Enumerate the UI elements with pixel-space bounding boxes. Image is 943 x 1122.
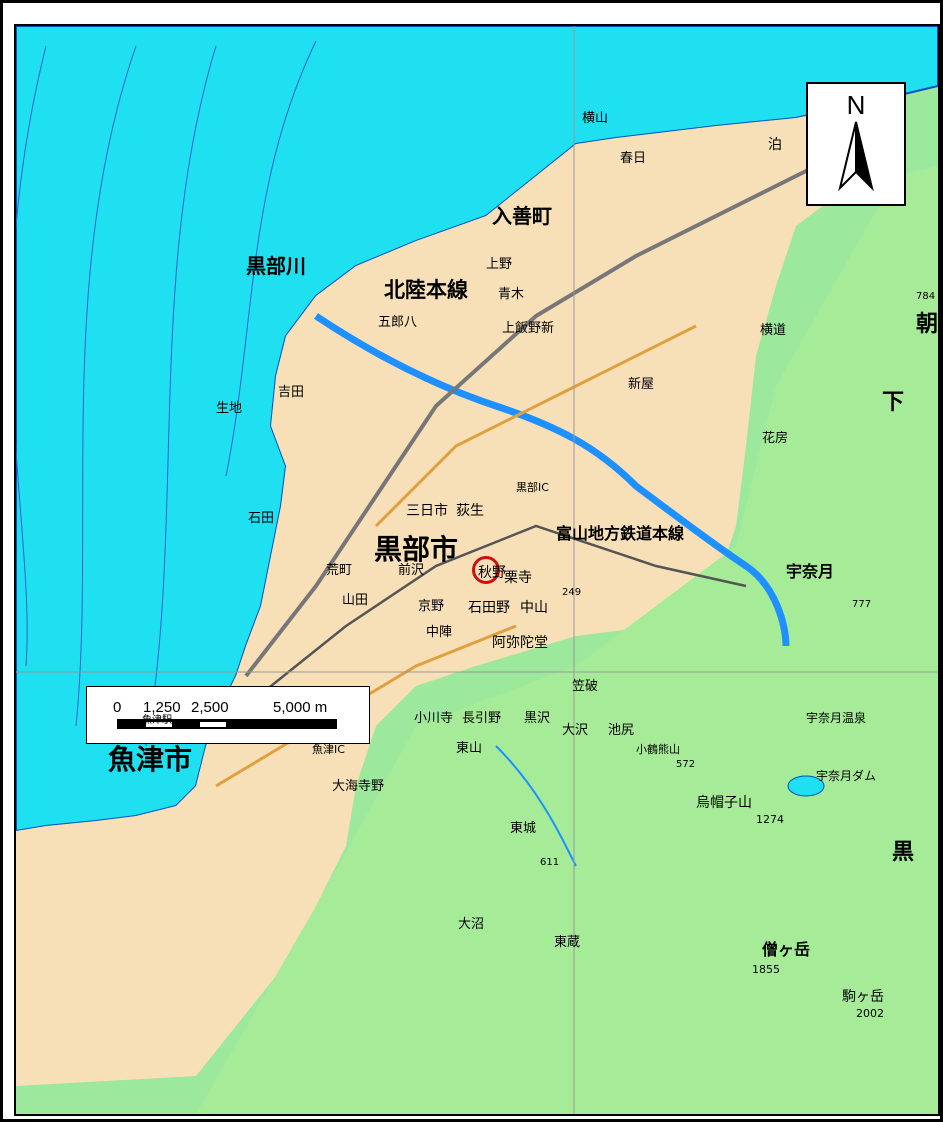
label-tomari: 泊 <box>768 137 782 153</box>
label-unazuki-dam: 宇奈月ダム <box>816 769 877 783</box>
label-sou: 僧ヶ岳 <box>762 940 811 959</box>
scale-2500: 2,500 <box>191 699 229 716</box>
scale-graphic <box>117 719 337 729</box>
label-hokuriku-line: 北陸本線 <box>384 278 468 302</box>
label-onuma: 大沼 <box>458 917 485 932</box>
label-kurobe-city: 黒部市 <box>374 533 459 566</box>
label-ogawadera: 小川寺 <box>414 711 454 726</box>
label-kotsuru: 小鶴熊山 <box>636 743 680 756</box>
scale-1250: 1,250 <box>143 699 181 716</box>
label-arakawa: 荒町 <box>326 563 353 578</box>
label-amidado: 阿弥陀堂 <box>492 635 548 651</box>
map-canvas[interactable]: N 0 1,250 2,500 5,000 m 黒部市 魚津市 入善町 北陸本線… <box>14 24 940 1116</box>
kurobe-river <box>314 313 790 647</box>
north-label: N <box>846 90 866 120</box>
label-asahi: 朝 <box>916 312 939 337</box>
label-h784: 784 <box>916 291 936 302</box>
north-arrow-icon <box>838 121 874 192</box>
location-marker <box>472 556 500 584</box>
label-higashizo: 東蔵 <box>554 935 581 950</box>
scale-bar: 0 1,250 2,500 5,000 m <box>86 686 370 744</box>
scale-0: 0 <box>113 699 122 716</box>
label-mikkaichi: 三日市 <box>406 503 448 519</box>
plain-area <box>16 101 896 1086</box>
label-unazuki: 宇奈月 <box>786 562 835 581</box>
label-h572: 572 <box>676 759 696 770</box>
label-taimoshi: 大海寺野 <box>332 779 385 794</box>
toyama-chiho-line <box>245 524 747 707</box>
label-yoshida: 吉田 <box>278 385 305 400</box>
label-osawa: 大沢 <box>562 723 589 738</box>
label-yokodo: 横道 <box>760 323 787 338</box>
label-eboshi: 烏帽子山 <box>696 795 752 811</box>
label-h611: 611 <box>540 857 560 868</box>
topographic-map <box>16 26 938 1114</box>
label-shimo: 下 <box>882 390 905 415</box>
label-ikuji: 生地 <box>216 401 243 416</box>
label-kasuga: 春日 <box>620 151 647 166</box>
label-sou-h: 1855 <box>752 963 780 976</box>
north-arrow: N <box>806 82 906 206</box>
label-hanafusa: 花房 <box>762 431 789 446</box>
scale-5000: 5,000 m <box>273 699 328 716</box>
label-nakayama: 中山 <box>520 600 548 616</box>
label-koma: 駒ヶ岳 <box>842 989 884 1005</box>
label-uozu-ic: 魚津IC <box>312 743 345 756</box>
label-nyuzen: 入善町 <box>492 204 552 228</box>
label-uozu-stn: 魚津駅 <box>142 715 172 726</box>
label-kuritera: 栗寺 <box>504 570 532 586</box>
label-kyono: 京野 <box>418 599 445 614</box>
label-ikejiri: 池尻 <box>608 723 635 738</box>
label-kurobe-river: 黒部川 <box>246 254 306 278</box>
label-maesawa: 前沢 <box>398 563 425 578</box>
label-eboshi-h: 1274 <box>756 813 784 826</box>
label-akino: 秋野 <box>478 565 506 581</box>
label-kurobe-ic: 黒部IC <box>516 481 549 494</box>
label-nagahikino: 長引野 <box>462 711 502 726</box>
label-kamishi: 上飯野新 <box>502 321 555 336</box>
label-ishida: 石田 <box>248 511 275 526</box>
label-shinyaso: 新屋 <box>628 377 655 392</box>
label-uozu-city: 魚津市 <box>108 743 193 776</box>
label-yokoyama: 横山 <box>582 111 609 126</box>
label-kasayaburi: 笠破 <box>572 679 599 694</box>
label-kurobe-r: 黒 <box>892 840 915 865</box>
hokuriku-main-line <box>244 134 877 678</box>
label-aoki: 青木 <box>498 287 525 302</box>
label-ishidano: 石田野 <box>468 600 510 616</box>
label-koma-h: 2002 <box>856 1007 884 1020</box>
label-nakajin: 中陣 <box>426 625 453 640</box>
label-ogyu: 荻生 <box>456 503 484 519</box>
label-yamada: 山田 <box>342 593 369 608</box>
label-kuroshiro: 黒沢 <box>524 711 551 726</box>
label-h249: 249 <box>562 587 582 598</box>
label-ikoma: 五郎八 <box>378 315 418 330</box>
label-shiroyama: 東城 <box>510 821 537 836</box>
label-higashiyama: 東山 <box>456 741 483 756</box>
label-h777: 777 <box>852 599 872 610</box>
label-unazuki-onsen: 宇奈月温泉 <box>806 711 867 725</box>
label-toyama-line: 富山地方鉄道本線 <box>556 524 685 543</box>
label-kaminoyama: 上野 <box>486 257 513 272</box>
